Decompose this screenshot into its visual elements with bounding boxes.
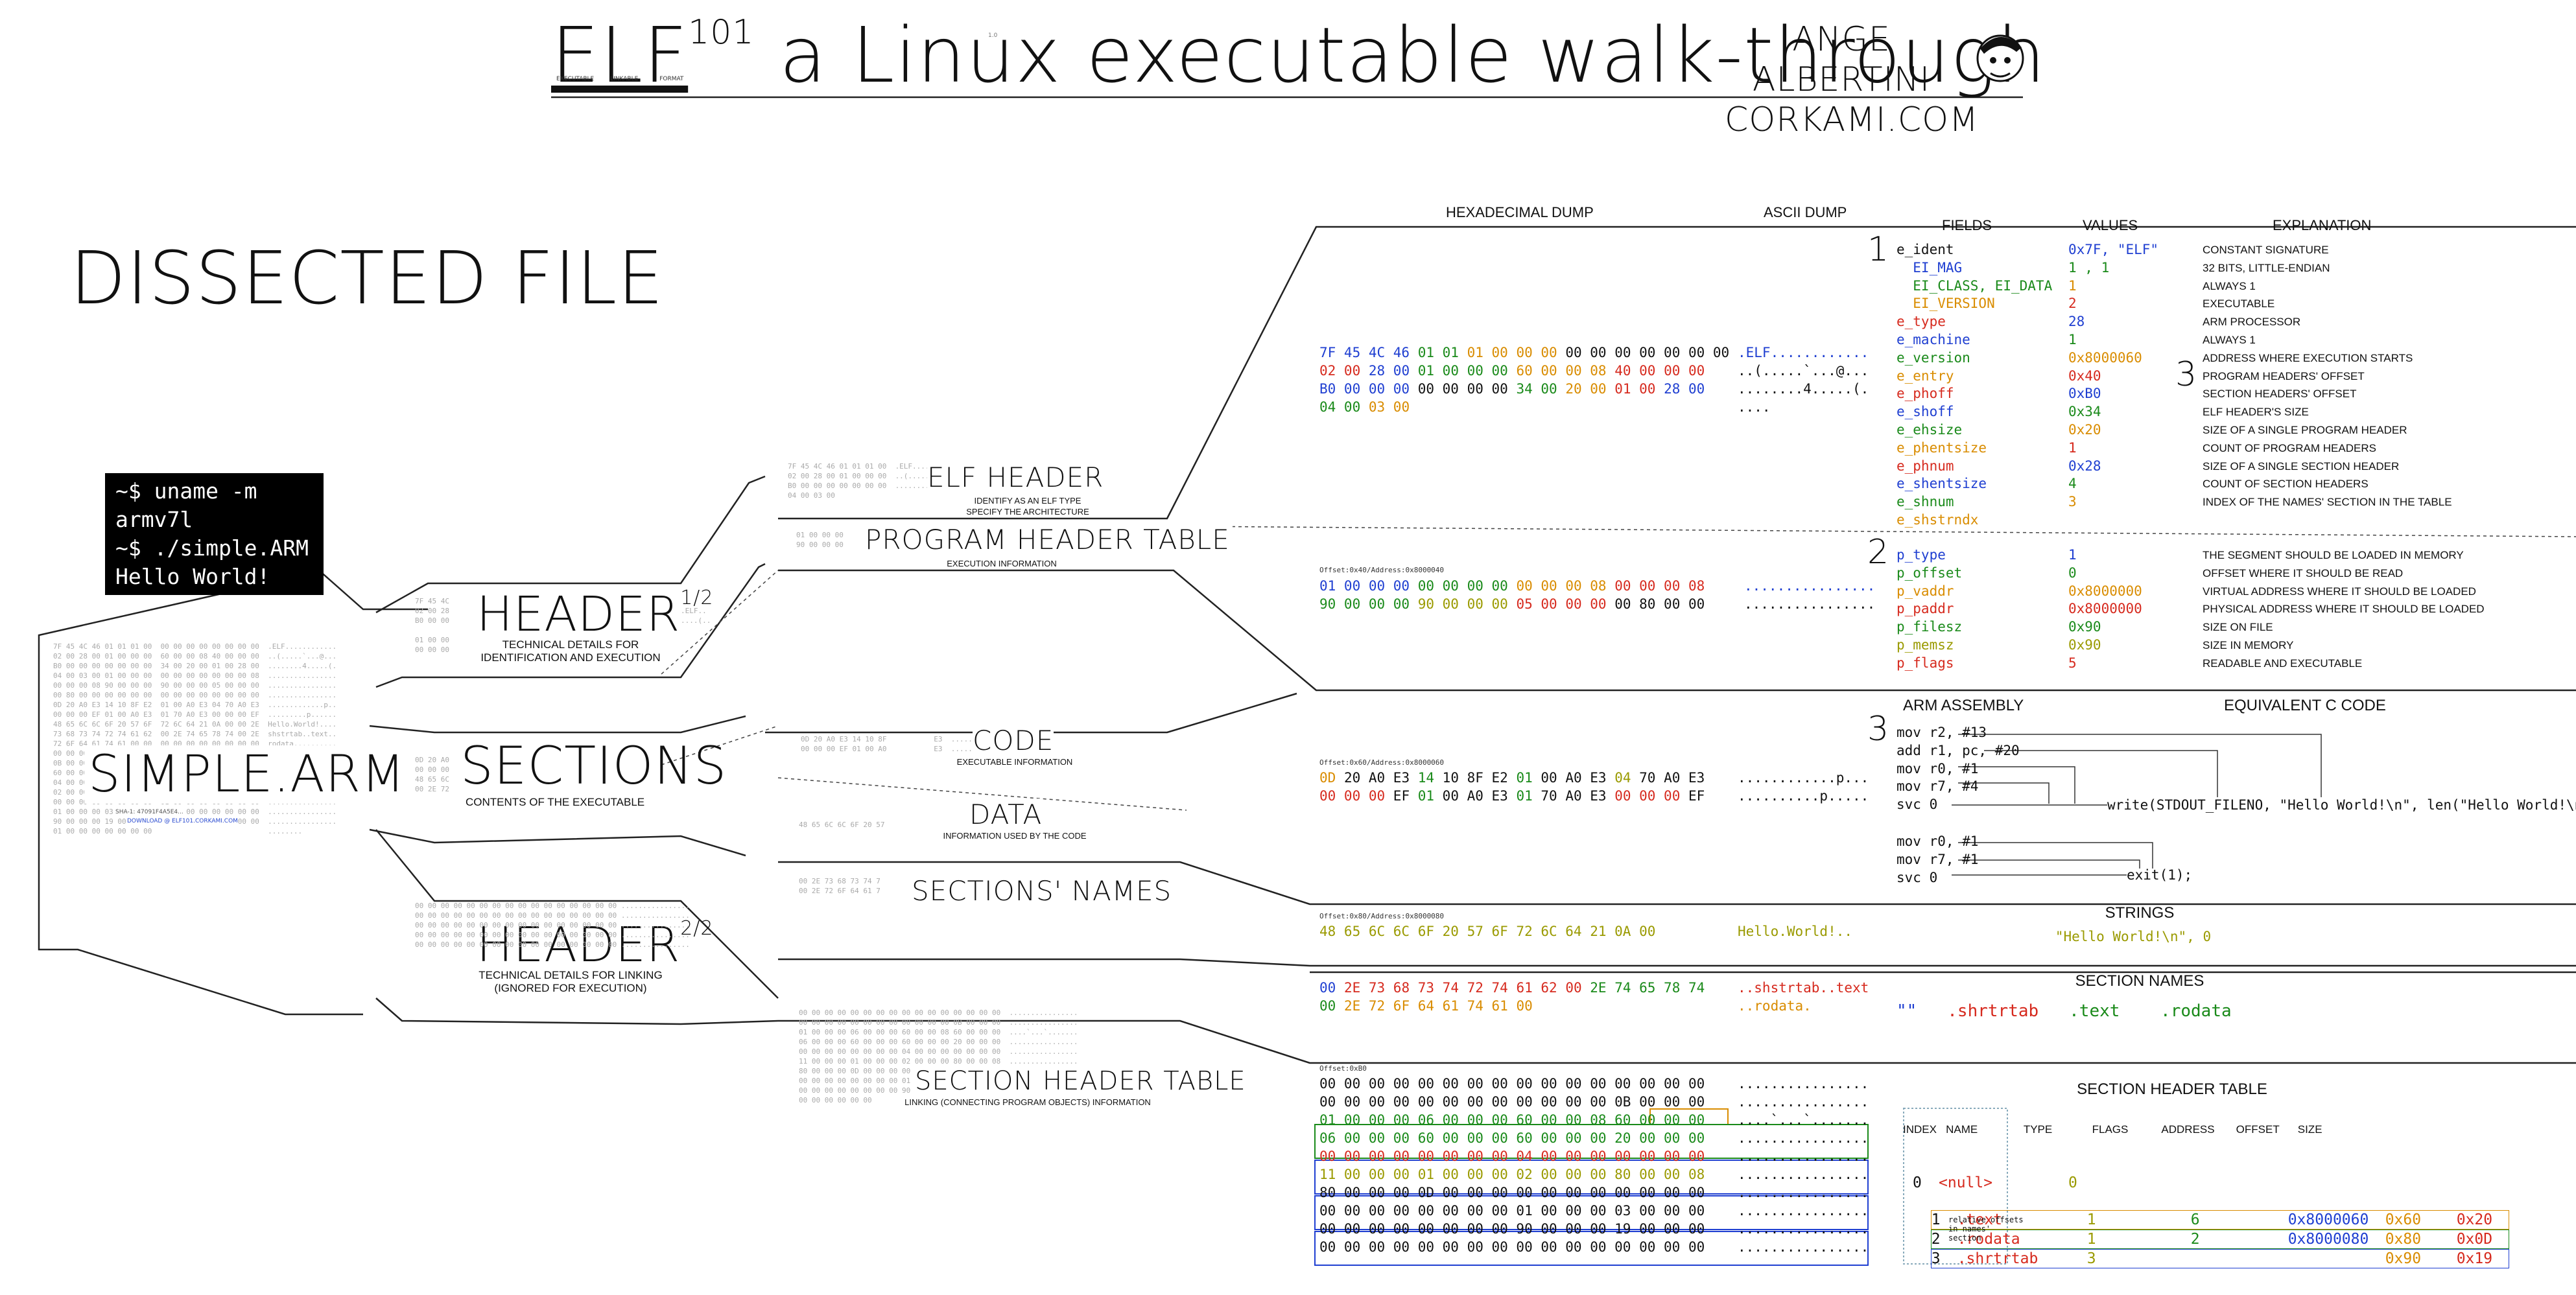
col-values: VALUES bbox=[2083, 217, 2138, 233]
author-site: CORKAMI.COM bbox=[1725, 100, 1979, 139]
header1-desc: TECHNICAL DETAILS FOR IDENTIFICATION AND… bbox=[480, 638, 661, 664]
names-hex: 00 2E 73 68 73 74 72 74 61 62 00 2E 74 6… bbox=[1319, 980, 1705, 1014]
asm-block-exit: mov r0, #1 mov r7, #1 svc 0 bbox=[1897, 834, 1979, 885]
author-block: ANGE ALBERTINI CORKAMI.COM bbox=[1725, 19, 1979, 140]
header1-hex-right: .ELF.. ....(.. bbox=[681, 607, 711, 625]
ph-values: 1 0 0x8000000 0x8000000 0x90 0x90 5 bbox=[2068, 547, 2142, 671]
elf-header-desc1: IDENTIFY AS AN ELF TYPE bbox=[974, 496, 1081, 506]
sht-heads: INDEX NAME TYPE FLAGS ADDRESS OFFSET SIZ… bbox=[1903, 1123, 2322, 1136]
col-fields: FIELDS bbox=[1942, 217, 1992, 233]
sht-offset: Offset:0xB0 bbox=[1319, 1064, 1367, 1073]
step-3-number-entry: 3 bbox=[2175, 355, 2198, 394]
title-version: 1.0 bbox=[988, 32, 998, 39]
section-names-title: SECTIONS' NAMES bbox=[908, 875, 1176, 907]
col-hex: HEXADECIMAL DUMP bbox=[1446, 204, 1594, 220]
file-sha: SHA-1: 47091F4A5E4... bbox=[115, 809, 183, 815]
sections-desc: CONTENTS OF THE EXECUTABLE bbox=[466, 796, 645, 808]
elf-explanations: CONSTANT SIGNATURE 32 BITS, LITTLE-ENDIA… bbox=[2203, 244, 2452, 509]
elf-fields: e_ident EI_MAG EI_CLASS, EI_DATA EI_VERS… bbox=[1897, 242, 2053, 528]
code-title: CODE bbox=[973, 725, 1054, 756]
c-code-title: EQUIVALENT C CODE bbox=[2224, 697, 2386, 714]
asm-block-write: mov r2, #13 add r1, pc, #20 mov r0, #1 m… bbox=[1897, 725, 2020, 813]
elf-values: 0x7F, "ELF" 1 , 1 1 2 28 1 0x8000060 0x4… bbox=[2068, 242, 2159, 510]
strings-title: STRINGS bbox=[2105, 904, 2175, 922]
sht-hex: 00 00 00 00 00 00 00 00 00 00 00 00 00 0… bbox=[1319, 1076, 1705, 1255]
sht-note: relative offsets in names' section bbox=[1948, 1215, 2024, 1242]
page-title: ELF101 a Linux executable walk-through bbox=[551, 10, 2046, 100]
data-desc: INFORMATION USED BY THE CODE bbox=[943, 831, 1087, 841]
header1-hex-left: 7F 45 4C 02 00 28 B0 00 00 01 00 00 00 0… bbox=[415, 597, 449, 654]
elf-header-title: ELF HEADER bbox=[927, 461, 1104, 493]
ph-explanations: THE SEGMENT SHOULD BE LOADED IN MEMORY O… bbox=[2203, 549, 2485, 670]
step-2-number: 2 bbox=[1867, 533, 1890, 572]
code-offset: Offset:0x60/Address:0x8000060 bbox=[1319, 758, 1445, 767]
pht-desc: EXECUTION INFORMATION bbox=[947, 559, 1057, 568]
download-link[interactable]: DOWNLOAD @ ELF101.CORKAMI.COM bbox=[127, 818, 238, 824]
asm-title: ARM ASSEMBLY bbox=[1903, 697, 2024, 714]
names-list: "" .shrtrtab .text .rodata bbox=[1897, 1001, 2232, 1021]
sht-panel-title: SECTION HEADER TABLE bbox=[2077, 1080, 2267, 1098]
file-hex-dump: 7F 45 4C 46 01 01 01 00 00 00 00 00 00 0… bbox=[53, 642, 337, 835]
strings-ascii: Hello.World!.. bbox=[1738, 924, 1853, 939]
ph-hex: 01 00 00 00 00 00 00 00 00 00 00 08 00 0… bbox=[1319, 578, 1705, 612]
col-explanation: EXPLANATION bbox=[2273, 217, 2372, 233]
header2-desc: TECHNICAL DETAILS FOR LINKING (IGNORED F… bbox=[479, 969, 663, 994]
names-ascii: ..shstrtab..text ..rodata. bbox=[1738, 980, 1869, 1014]
sht-ascii: ................ ................ ....`.… bbox=[1738, 1076, 1869, 1255]
col-ascii: ASCII DUMP bbox=[1764, 204, 1847, 220]
step-3-number: 3 bbox=[1867, 710, 1890, 749]
elf-ascii: .ELF............ ..(.....`...@... ......… bbox=[1738, 345, 1869, 415]
c-write-call: write(STDOUT_FILENO, "Hello World!\n", l… bbox=[2107, 797, 2576, 813]
strings-hex: 48 65 6C 6C 6F 20 57 6F 72 6C 64 21 0A 0… bbox=[1319, 924, 1656, 939]
elf-hex: 7F 45 4C 46 01 01 01 00 00 00 00 00 00 0… bbox=[1319, 345, 1730, 415]
sht-row-0: 0<null>0 bbox=[1913, 1174, 2077, 1191]
data-title: DATA bbox=[969, 799, 1043, 830]
ph-ascii: ................ ................ bbox=[1744, 578, 1876, 612]
header2-hex: 00 00 00 00 00 00 00 00 00 00 00 00 00 0… bbox=[415, 902, 690, 949]
code-ascii: ............p... ..........p..... bbox=[1738, 770, 1869, 804]
sht-title: SECTION HEADER TABLE bbox=[911, 1066, 1250, 1096]
c-exit-call: exit(1); bbox=[2127, 867, 2193, 883]
strings-offset: Offset:0x80/Address:0x8000080 bbox=[1319, 912, 1445, 920]
dissected-file-title: DISSECTED FILE bbox=[70, 237, 665, 321]
file-name: SIMPLE.ARM bbox=[84, 745, 410, 804]
code-desc: EXECUTABLE INFORMATION bbox=[956, 757, 1073, 767]
code-hex: 0D 20 A0 E3 14 10 8F E2 01 00 A0 E3 04 7… bbox=[1319, 770, 1705, 804]
ph-fields: p_type p_offset p_vaddr p_paddr p_filesz… bbox=[1897, 547, 1963, 671]
header1-title: HEADER1/2 bbox=[477, 587, 714, 642]
strings-value: "Hello World!\n", 0 bbox=[2055, 929, 2212, 944]
pht-title: PROGRAM HEADER TABLE bbox=[862, 524, 1233, 555]
title-under: EXECUTABLE LINKABLE FORMAT bbox=[556, 76, 684, 82]
author-name: ANGE ALBERTINI bbox=[1752, 20, 1931, 99]
sections-title: SECTIONS bbox=[460, 736, 727, 796]
sections-hex-left: 0D 20 A0 00 00 00 48 65 6C 00 2E 72 bbox=[415, 756, 449, 793]
header2-title: HEADER2/2 bbox=[477, 917, 714, 973]
ph-offset: Offset:0x40/Address:0x8000040 bbox=[1319, 566, 1445, 574]
step-1-number: 1 bbox=[1867, 230, 1890, 269]
sht-desc: LINKING (CONNECTING PROGRAM OBJECTS) INF… bbox=[875, 1097, 1180, 1107]
section-names-panel-title: SECTION NAMES bbox=[2075, 972, 2204, 990]
elf-header-desc2: SPECIFY THE ARCHITECTURE bbox=[966, 507, 1089, 517]
author-logo-icon bbox=[1976, 34, 2024, 82]
